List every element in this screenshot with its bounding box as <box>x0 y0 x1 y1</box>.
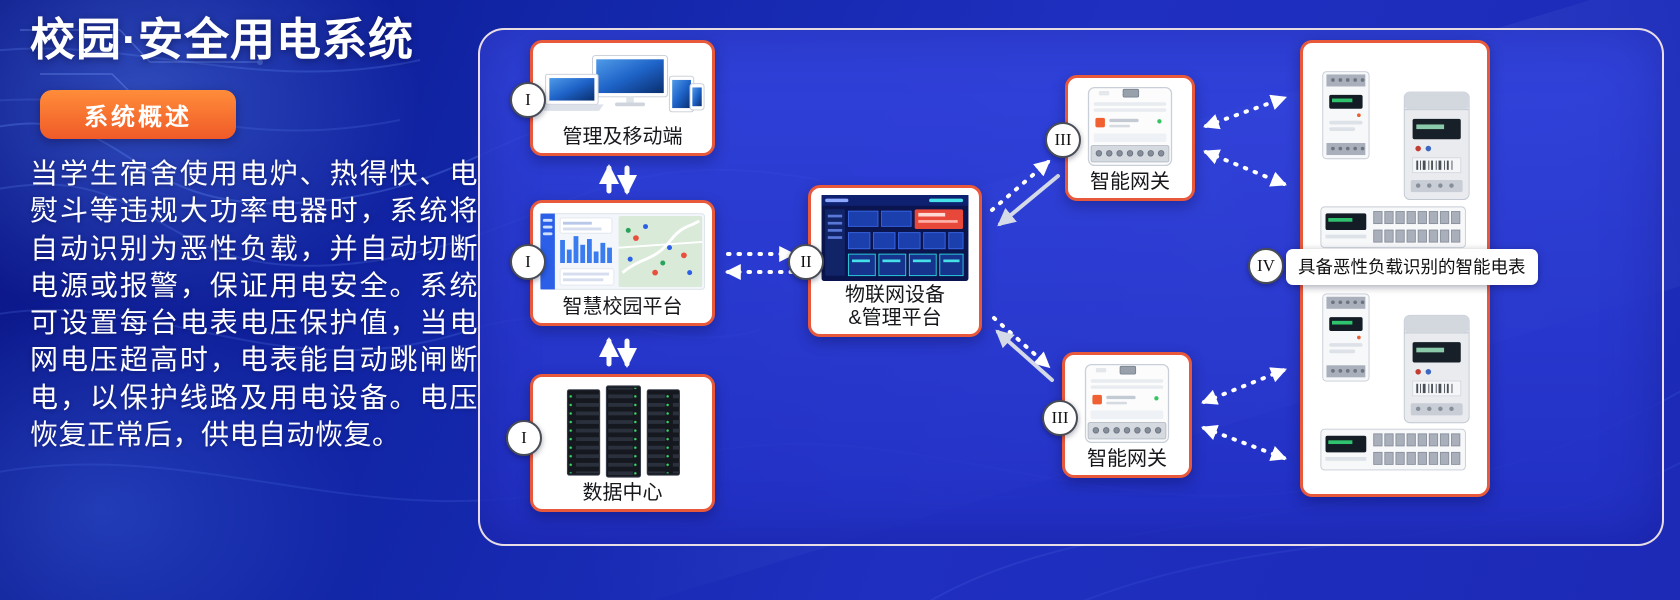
intro-column: 校园·安全用电系统 系统概述 当学生宿舍使用电炉、热得快、电熨斗等违规大功率电器… <box>30 12 482 453</box>
overview-badge: 系统概述 <box>40 90 236 140</box>
gateway-device-illustration <box>1087 86 1173 167</box>
node-data-center: 数据中心 <box>530 374 715 512</box>
node-label: 智慧校园平台 <box>562 296 683 318</box>
badge-smart-meters: IV <box>1248 248 1284 284</box>
badge-gateway-top: III <box>1045 122 1081 158</box>
badge-campus-platform: I <box>510 244 546 280</box>
node-label: 数据中心 <box>582 482 663 504</box>
node-campus-platform: 智慧校园平台 <box>530 200 715 326</box>
node-label: 智能网关 <box>1090 171 1170 193</box>
devices-cluster-illustration <box>540 55 705 113</box>
node-label: 智能网关 <box>1087 448 1167 470</box>
node-label-line1: 物联网设备 <box>845 284 945 306</box>
node-gateway-top: 智能网关 <box>1065 75 1195 201</box>
badge-data-center: I <box>506 420 542 456</box>
node-label-line2: &管理平台 <box>848 307 942 329</box>
badge-iot-platform: II <box>788 244 824 280</box>
gateway-device-illustration <box>1084 363 1170 444</box>
node-iot-platform: 物联网设备 &管理平台 <box>808 185 982 337</box>
badge-gateway-bottom: III <box>1042 400 1078 436</box>
page-title: 校园·安全用电系统 <box>30 14 414 65</box>
dashboard-illustration <box>540 213 705 290</box>
badge-management: I <box>510 82 546 118</box>
iot-dashboard-illustration <box>821 195 969 281</box>
server-racks-illustration <box>566 385 680 478</box>
node-label: 管理及移动端 <box>562 126 683 148</box>
node-management-terminal: 管理及移动端 <box>530 40 715 156</box>
node-gateway-bottom: 智能网关 <box>1062 352 1192 478</box>
overview-text: 当学生宿舍使用电炉、热得快、电熨斗等违规大功率电器时，系统将自动识别为恶性负载，… <box>30 158 478 450</box>
smart-meters-caption: 具备恶性负载识别的智能电表 <box>1286 249 1538 285</box>
